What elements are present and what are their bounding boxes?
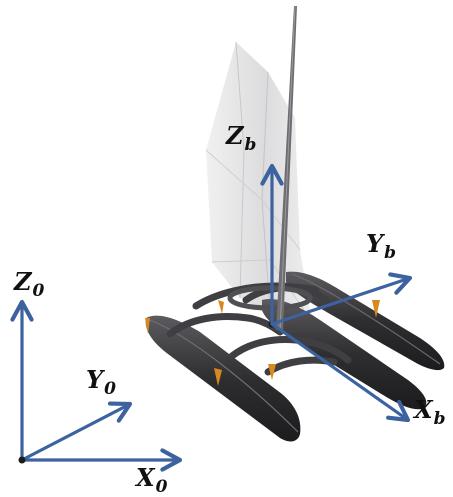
- body-y-axis-arrow: [270, 272, 413, 326]
- body-x-axis-arrow: [270, 322, 411, 423]
- mast: [276, 5, 297, 331]
- world-x-label: X0: [136, 463, 168, 497]
- world-z-label: Z0: [14, 267, 45, 301]
- body-frame: [260, 163, 413, 423]
- world-y-label: Y0: [86, 365, 116, 399]
- mast-ring: [227, 285, 313, 311]
- world-frame: [10, 299, 183, 472]
- foils: [145, 300, 380, 386]
- body-z-label: Zb: [226, 121, 257, 155]
- world-y-axis-arrow: [20, 401, 133, 462]
- world-origin-dot: [18, 456, 26, 464]
- hull-front: [145, 315, 301, 442]
- catamaran-model: [145, 5, 445, 442]
- body-x-label: Xb: [414, 395, 446, 429]
- body-y-label: Yb: [366, 229, 397, 263]
